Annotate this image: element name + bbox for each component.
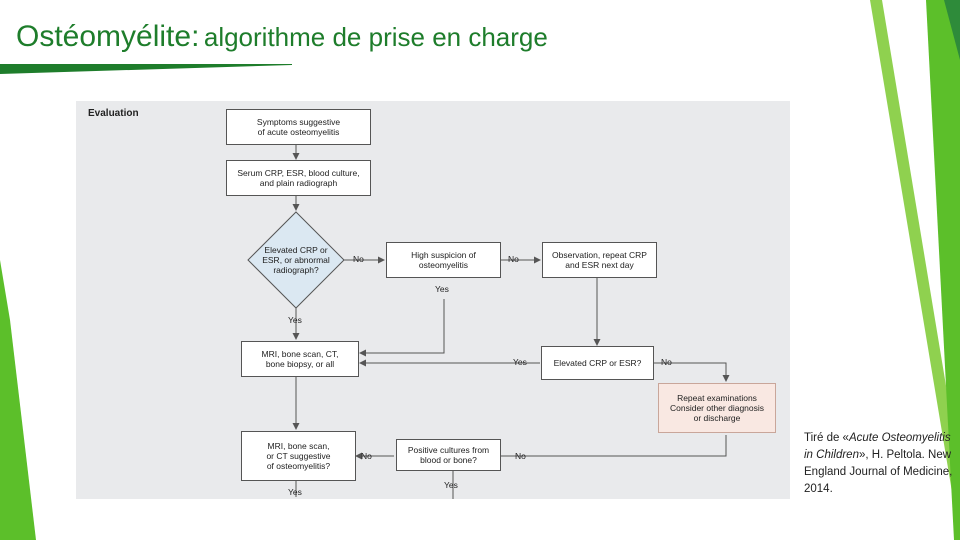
citation-work-title: Acute Osteomyelitis in Children	[804, 432, 951, 461]
node-repeat-examinations: Repeat examinations Consider other diagn…	[658, 383, 776, 433]
edge-label-elev-yes: Yes	[513, 357, 527, 367]
edge-label-is-yes: Yes	[288, 487, 302, 497]
edge-label-cult-no: No	[515, 451, 526, 461]
node-observation: Observation, repeat CRP and ESR next day	[542, 242, 657, 278]
title-subtitle: algorithme de prise en charge	[203, 22, 548, 52]
source-citation: Tiré de «Acute Osteomyelitis in Children…	[804, 430, 954, 498]
edge-label-hs-yes: Yes	[435, 284, 449, 294]
citation-suffix: », H. Peltola. New England Journal of Me…	[804, 449, 953, 495]
title-underline	[0, 64, 292, 74]
citation-prefix: Tiré de «	[804, 432, 849, 444]
edge-label-cult-yes: Yes	[444, 480, 458, 490]
edge-label-d1-yes: Yes	[288, 315, 302, 325]
node-decision-elevated-or-abnormal: Elevated CRP or ESR, or abnormal radiogr…	[262, 245, 330, 275]
node-imaging-biopsy: MRI, bone scan, CT, bone biopsy, or all	[241, 341, 359, 377]
node-initial-labs: Serum CRP, ESR, blood culture, and plain…	[226, 160, 371, 196]
flowchart-connectors	[247, 145, 730, 499]
edge-label-elev-no: No	[661, 357, 672, 367]
flowchart-figure: Evaluation Symptoms suggestive of acute …	[76, 101, 790, 499]
slide-title: Ostéomyélite: algorithme de prise en cha…	[16, 20, 548, 54]
edge-label-hs-no: No	[508, 254, 519, 264]
node-positive-cultures: Positive cultures from blood or bone?	[396, 439, 501, 471]
decorative-green-stripes	[870, 0, 960, 540]
node-imaging-suggestive: MRI, bone scan, or CT suggestive of oste…	[241, 431, 356, 481]
decorative-left-stripe	[0, 260, 36, 540]
node-symptoms: Symptoms suggestive of acute osteomyelit…	[226, 109, 371, 145]
node-high-suspicion: High suspicion of osteomyelitis	[386, 242, 501, 278]
section-label: Evaluation	[88, 108, 139, 119]
title-main: Ostéomyélite:	[16, 20, 200, 53]
edge-label-d1-no: No	[353, 254, 364, 264]
node-elevated-crp-esr: Elevated CRP or ESR?	[541, 346, 654, 380]
decision-diamond	[247, 211, 345, 309]
edge-label-is-no: No	[361, 451, 372, 461]
